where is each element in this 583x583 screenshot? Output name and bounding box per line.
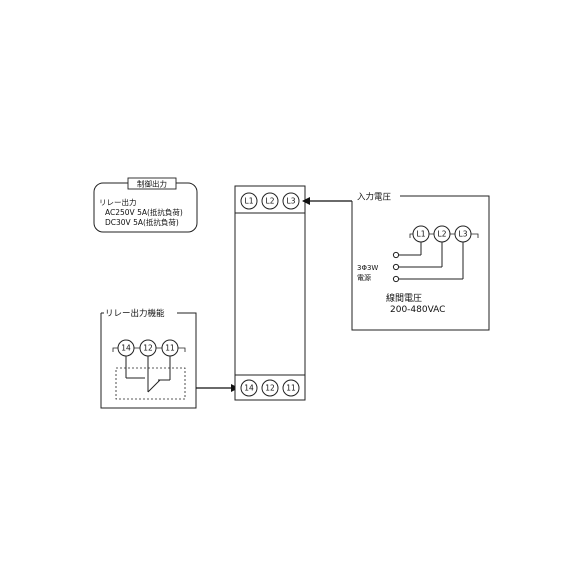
ac-rating-label: AC250V 5A(抵抗負荷) (105, 207, 183, 217)
input-voltage-box: 入力電圧 L1 L2 L3 3Φ3W 電源 線間電圧 200-480VAC (351, 192, 490, 331)
device-terminal-11 (282, 379, 300, 397)
device-terminal-12 (261, 379, 279, 397)
device-terminal-L3-label: L3 (287, 197, 296, 206)
device-terminal-L1 (240, 192, 258, 210)
relay-terminal-14-label: 14 (121, 344, 131, 353)
relay-function-box: リレー出力機能 14 12 11 (100, 308, 197, 409)
relay-function-title: リレー出力機能 (105, 308, 165, 319)
relay-enclosure (115, 367, 186, 400)
supply-wiring (392, 242, 464, 283)
device-terminal-L3 (282, 192, 300, 210)
line-voltage-label: 線間電圧 (386, 292, 422, 304)
device-terminal-11-label: 11 (286, 384, 296, 393)
relay-terminal-12-label: 12 (143, 344, 153, 353)
control-output-title: 制御出力 (137, 179, 167, 189)
device-terminal-L1-label: L1 (245, 197, 254, 206)
system-label-3phase: 3Φ3W (357, 264, 378, 272)
voltage-range-label: 200-480VAC (390, 305, 445, 315)
device-terminal-12-label: 12 (265, 384, 275, 393)
device-terminal-L2 (261, 192, 279, 210)
device-terminal-14-label: 14 (244, 384, 254, 393)
input-terminal-L3-label: L3 (459, 230, 468, 239)
relay-output-label: リレー出力 (99, 197, 137, 207)
device-terminal-L2-label: L2 (266, 197, 275, 206)
dc-rating-label: DC30V 5A(抵抗負荷) (105, 217, 179, 227)
input-terminal-L1-label: L1 (417, 230, 426, 239)
control-output-title-box (127, 177, 177, 190)
device-body: L1 L2 L3 14 12 11 (234, 185, 306, 401)
relay-contact-symbol (125, 356, 171, 393)
input-terminal-L2-label: L2 (438, 230, 447, 239)
relay-terminal-11-label: 11 (165, 344, 175, 353)
system-label-power: 電源 (357, 273, 371, 282)
device-terminal-14 (240, 379, 258, 397)
input-voltage-title: 入力電圧 (357, 192, 392, 203)
control-output-box: 制御出力 リレー出力 AC250V 5A(抵抗負荷) DC30V 5A(抵抗負荷… (93, 177, 198, 233)
